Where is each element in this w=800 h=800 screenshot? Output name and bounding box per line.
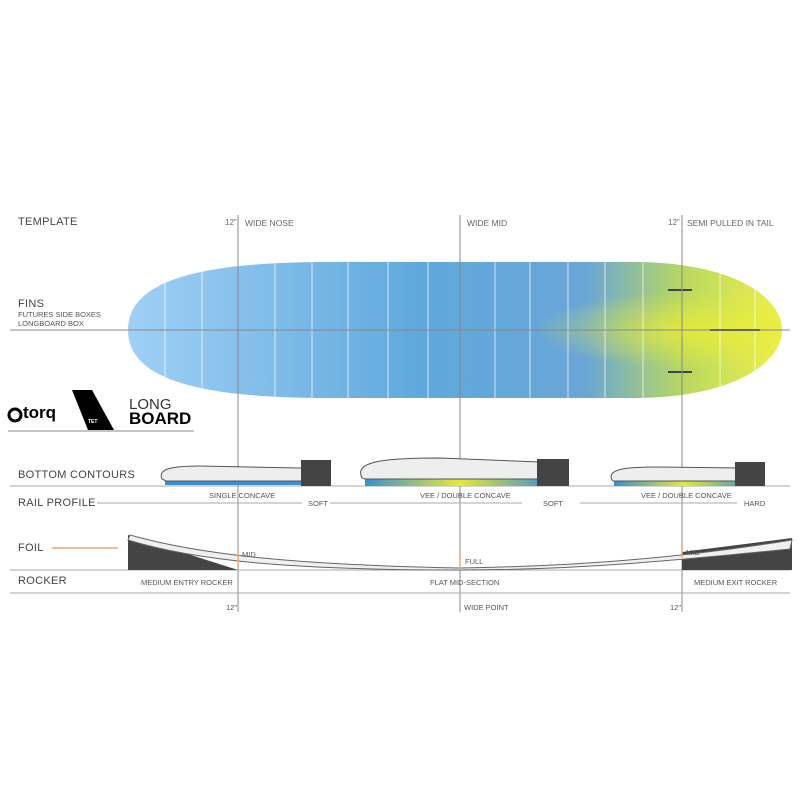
fins-line2: LONGBOARD BOX (18, 319, 84, 328)
template-left-label: WIDE NOSE (245, 218, 294, 228)
rocker-left: MEDIUM ENTRY ROCKER (141, 578, 233, 587)
template-left-measure: 12" (225, 218, 237, 227)
torq-logo: torq (23, 403, 57, 422)
tet-logo-text: TET (88, 419, 98, 425)
section-fins: FINS (18, 298, 45, 310)
foil-right: MID (686, 548, 700, 557)
rocker-right: MEDIUM EXIT ROCKER (694, 578, 778, 587)
section-foil: FOIL (18, 542, 44, 554)
axis-right: 12" (670, 603, 682, 612)
contour-right: VEE / DOUBLE CONCAVE (641, 491, 732, 500)
fins-line1: FUTURES SIDE BOXES (18, 310, 101, 319)
section-rocker: ROCKER (18, 575, 67, 587)
foil-rocker-profile (52, 534, 793, 571)
contour-mid: VEE / DOUBLE CONCAVE (420, 491, 511, 500)
section-bottom-contours: BOTTOM CONTOURS (18, 469, 136, 481)
axis-left: 12" (226, 603, 238, 612)
section-template: TEMPLATE (18, 216, 78, 228)
model-line2: BOARD (129, 409, 192, 428)
section-rail-profile: RAIL PROFILE (18, 497, 96, 509)
bottom-contours (160, 457, 765, 486)
logos (7, 390, 114, 430)
model-line1: LONG (129, 396, 172, 413)
foil-left: MID (242, 550, 256, 559)
template-right-label: SEMI PULLED IN TAIL (687, 218, 774, 228)
rail-left: SOFT (308, 499, 328, 508)
rail-right: HARD (744, 499, 766, 508)
template-right-measure: 12" (668, 218, 680, 227)
rail-mid: SOFT (543, 499, 563, 508)
rocker-mid: FLAT MID-SECTION (430, 578, 500, 587)
axis-mid: WIDE POINT (464, 603, 509, 612)
torq-logo-mark (7, 407, 23, 423)
tet-badge-logo (72, 390, 114, 430)
template-mid-label: WIDE MID (467, 218, 508, 228)
contour-left: SINGLE CONCAVE (209, 491, 276, 500)
foil-mid: FULL (465, 557, 484, 566)
